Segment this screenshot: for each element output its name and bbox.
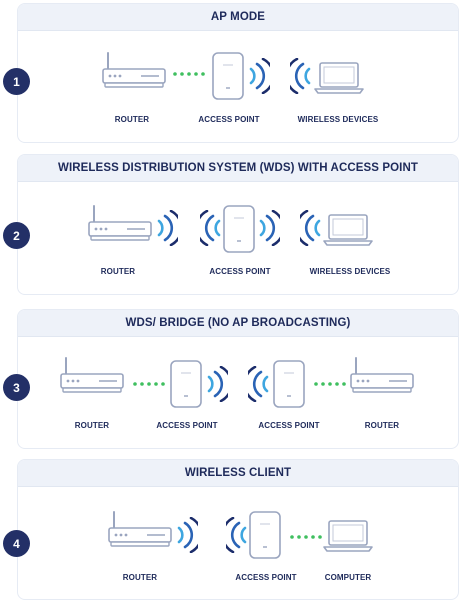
access-point-icon — [273, 360, 305, 408]
panel-title: AP MODE — [18, 4, 458, 31]
router-icon — [60, 357, 124, 393]
device-label: ACCESS POINT — [235, 573, 297, 582]
device-label: WIRELESS DEVICES — [309, 267, 391, 276]
wifi-waves-left-icon — [248, 366, 269, 402]
router-icon — [88, 205, 152, 241]
step-badge: 4 — [3, 530, 30, 557]
step-badge: 3 — [3, 374, 30, 401]
wifi-waves-left-icon — [290, 58, 311, 94]
panel-title: WIRELESS DISTRIBUTION SYSTEM (WDS) WITH … — [18, 155, 458, 182]
device-label: COMPUTER — [324, 573, 372, 582]
wifi-waves-left-icon — [300, 210, 321, 246]
wifi-waves-right-icon — [249, 58, 270, 94]
router-icon — [102, 52, 166, 88]
access-point-icon — [249, 511, 281, 559]
router-icon — [350, 357, 414, 393]
wifi-waves-right-icon — [259, 210, 280, 246]
wifi-waves-right-icon — [157, 210, 178, 246]
laptop-icon — [314, 62, 364, 94]
device-label: ACCESS POINT — [198, 115, 260, 124]
panel-title: WIRELESS CLIENT — [18, 460, 458, 487]
step-badge: 2 — [3, 222, 30, 249]
device-label: ROUTER — [74, 421, 110, 430]
panel-ap-mode: AP MODE — [17, 3, 459, 143]
device-label: ROUTER — [100, 267, 136, 276]
panel-wireless-client: WIRELESS CLIENT — [17, 459, 459, 600]
device-label: ACCESS POINT — [156, 421, 218, 430]
link-dots-icon — [173, 72, 205, 76]
device-label: ACCESS POINT — [258, 421, 320, 430]
link-dots-icon — [290, 535, 322, 539]
link-dots-icon — [314, 382, 346, 386]
access-point-icon — [223, 205, 255, 253]
device-label: WIRELESS DEVICES — [297, 115, 379, 124]
access-point-icon — [212, 52, 244, 100]
device-label: ROUTER — [122, 573, 158, 582]
wifi-waves-right-icon — [177, 517, 198, 553]
laptop-icon — [323, 520, 373, 552]
laptop-icon — [323, 214, 373, 246]
device-label: ROUTER — [114, 115, 150, 124]
device-label: ACCESS POINT — [209, 267, 271, 276]
wifi-waves-right-icon — [207, 366, 228, 402]
step-badge: 1 — [3, 68, 30, 95]
device-label: ROUTER — [364, 421, 400, 430]
access-point-icon — [170, 360, 202, 408]
wifi-waves-left-icon — [226, 517, 247, 553]
link-dots-icon — [133, 382, 165, 386]
router-icon — [108, 511, 172, 547]
panel-title: WDS/ BRIDGE (NO AP BROADCASTING) — [18, 310, 458, 337]
wifi-waves-left-icon — [200, 210, 221, 246]
